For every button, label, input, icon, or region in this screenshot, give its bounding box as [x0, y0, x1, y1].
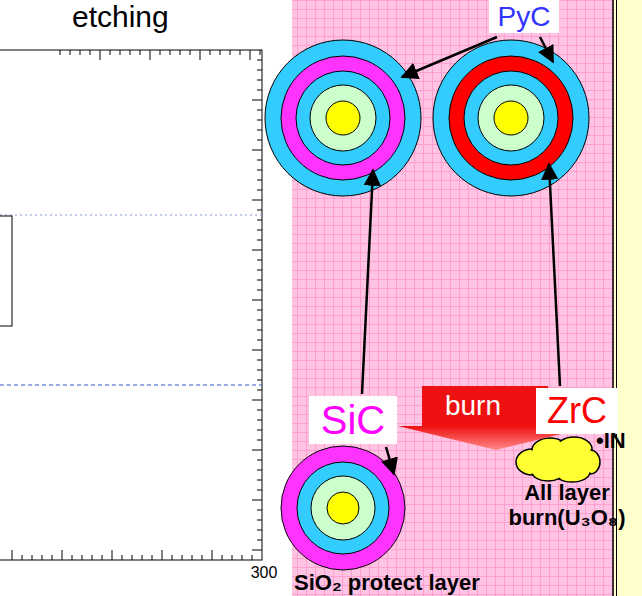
zrc-particle: [433, 40, 589, 196]
bullet-text: •IN: [596, 428, 642, 453]
result-label: All layer burn(U₃O₈): [500, 480, 634, 531]
layer-label-box: SiC: [309, 396, 397, 444]
layer-label-box: ZrC: [536, 388, 618, 434]
node-text: SiC: [309, 396, 397, 444]
axis-tick-label: 300: [244, 564, 284, 582]
oxide-cloud: [516, 437, 600, 482]
node-text: ZrC: [536, 388, 618, 434]
partial-title: etching: [72, 0, 272, 35]
chart-fragment: [0, 50, 262, 560]
node-text: PyC: [489, 0, 559, 33]
caption-label: SiO₂ protect layer: [294, 570, 534, 595]
burned-particle: [281, 446, 405, 570]
sic-particle: [265, 40, 421, 196]
layer-label-box: PyC: [489, 0, 559, 33]
